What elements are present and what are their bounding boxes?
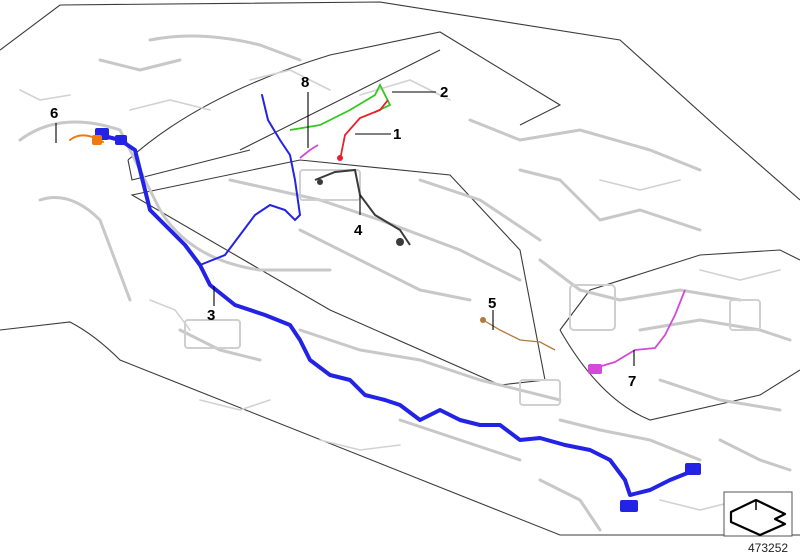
callout-3: 3: [207, 307, 215, 324]
harness-5: [480, 317, 556, 351]
callout-7: 7: [628, 373, 636, 390]
callout-8: 8: [301, 74, 309, 91]
harness-4: [314, 168, 411, 246]
car-body-outline: [0, 1, 800, 536]
reference-number: 473252: [748, 541, 788, 555]
harness-7: [588, 289, 686, 374]
harness-1: [337, 99, 389, 161]
callout-6: 6: [50, 105, 58, 122]
harness-6: [69, 134, 104, 145]
callout-4: 4: [354, 222, 363, 239]
harness-8: [299, 144, 319, 159]
leader-lines: [55, 91, 635, 366]
callout-1: 1: [393, 126, 401, 143]
harness-3: [95, 94, 701, 512]
direction-arrow-icon: [729, 498, 787, 537]
callout-2: 2: [440, 84, 448, 101]
direction-arrow-icon-box: [723, 491, 793, 537]
callout-labels: 6 1 2 3 4 5 7 8: [50, 74, 636, 390]
background-wiring: [18, 34, 792, 532]
callout-5: 5: [488, 295, 496, 312]
harness-2: [289, 82, 392, 131]
